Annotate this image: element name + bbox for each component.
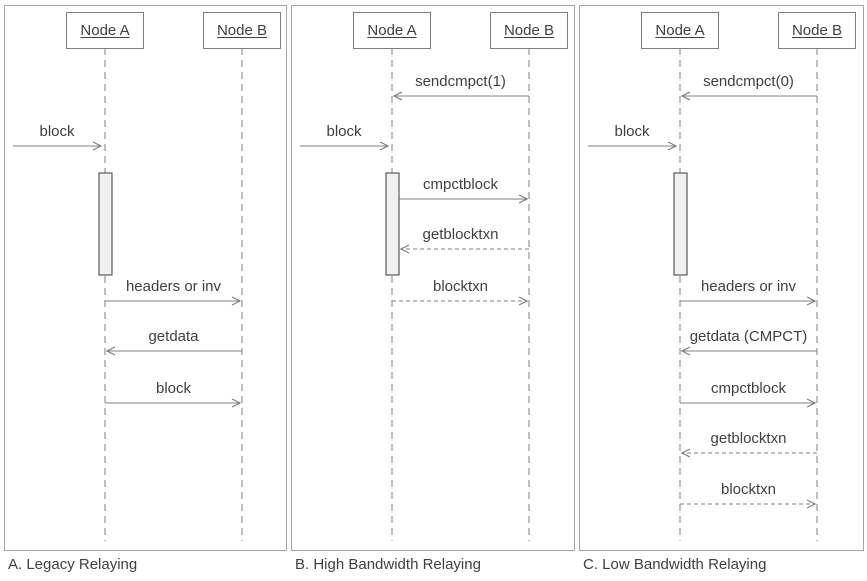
node-a-label: Node A (655, 22, 705, 39)
panel-low-bandwidth-relaying: Node A Node B sendcmpct(0) block headers… (579, 5, 864, 551)
node-a-box: Node A (66, 12, 144, 49)
panel-legacy-relaying: Node A Node B block headers or inv getda… (4, 5, 287, 551)
caption-high-bandwidth-relaying: B. High Bandwidth Relaying (295, 556, 481, 573)
message-label-getdata-cmpct: getdata (CMPCT) (689, 328, 808, 345)
message-label-headers-or-inv: headers or inv (700, 278, 797, 295)
message-label-external-block: block (614, 123, 650, 140)
caption-low-bandwidth-relaying: C. Low Bandwidth Relaying (583, 556, 767, 573)
node-b-box: Node B (778, 12, 856, 49)
activation-bar (673, 172, 688, 276)
node-b-box: Node B (203, 12, 281, 49)
message-label-cmpctblock: cmpctblock (710, 380, 787, 397)
node-b-label: Node B (791, 22, 843, 39)
caption-legacy-relaying: A. Legacy Relaying (8, 556, 138, 573)
message-label-cmpctblock: cmpctblock (422, 176, 499, 193)
node-a-box: Node A (353, 12, 431, 49)
node-a-box: Node A (641, 12, 719, 49)
node-b-label: Node B (216, 22, 268, 39)
panel-a-canvas (13, 48, 243, 541)
message-label-sendcmpct: sendcmpct(1) (415, 73, 506, 90)
panel-b-canvas (300, 48, 530, 541)
message-label-sendcmpct: sendcmpct(0) (703, 73, 794, 90)
node-a-label: Node A (80, 22, 130, 39)
message-label-external-block: block (39, 123, 75, 140)
message-label-external-block: block (326, 123, 362, 140)
node-b-label: Node B (503, 22, 555, 39)
panel-c-canvas (588, 48, 818, 541)
node-a-label: Node A (367, 22, 417, 39)
message-label-block: block (155, 380, 192, 397)
message-label-headers-or-inv: headers or inv (125, 278, 222, 295)
message-label-getblocktxn: getblocktxn (710, 430, 787, 447)
panel-high-bandwidth-relaying: Node A Node B sendcmpct(1) block cmpctbl… (291, 5, 575, 551)
message-label-blocktxn: blocktxn (720, 481, 777, 498)
message-label-blocktxn: blocktxn (432, 278, 489, 295)
message-label-getblocktxn: getblocktxn (422, 226, 499, 243)
node-b-box: Node B (490, 12, 568, 49)
message-label-getdata: getdata (148, 328, 199, 345)
activation-bar (98, 172, 113, 276)
activation-bar (385, 172, 400, 276)
